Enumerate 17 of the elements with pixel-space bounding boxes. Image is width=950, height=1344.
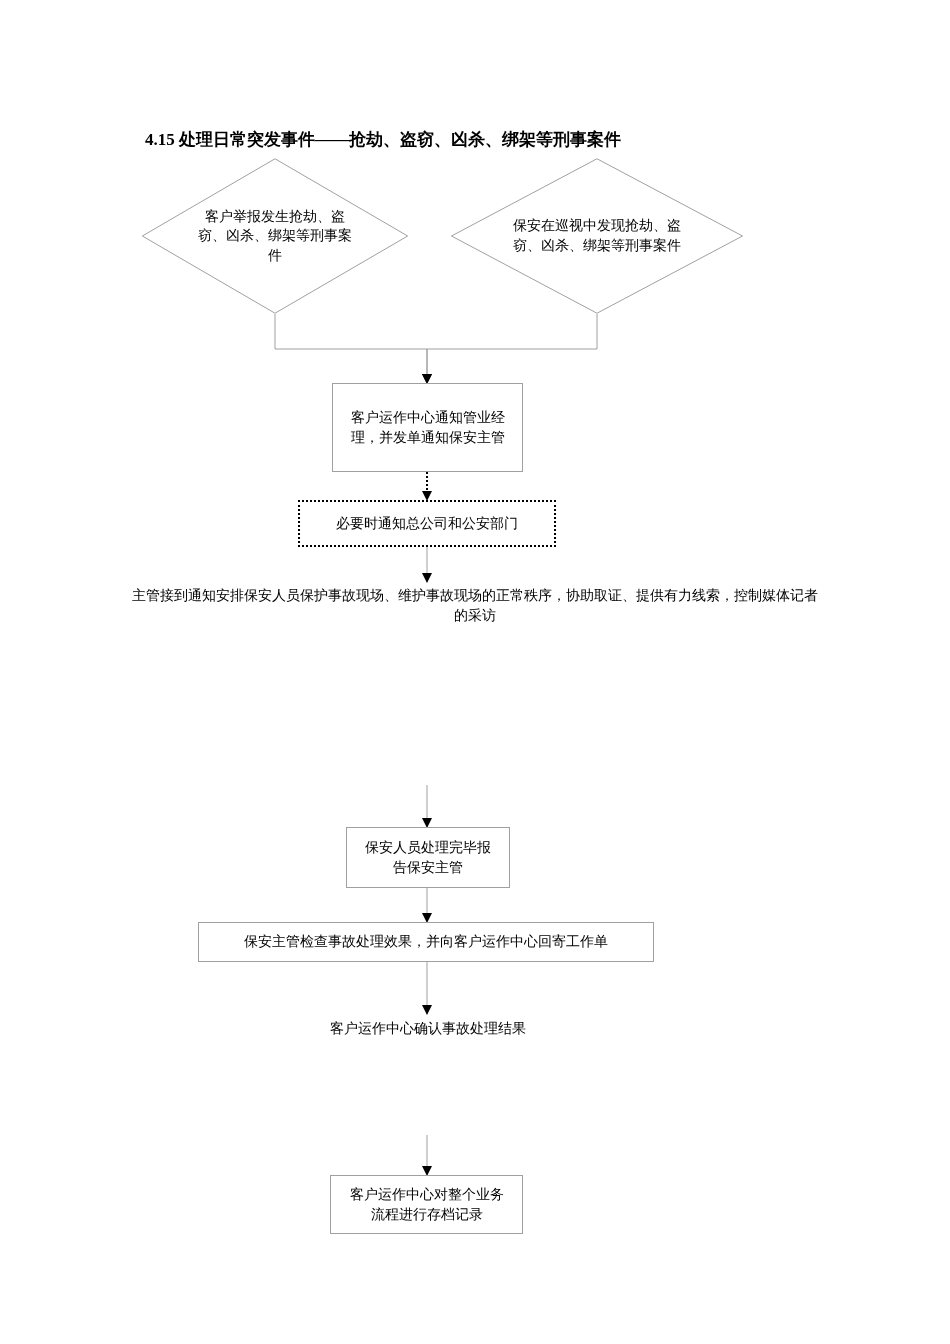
process-box: 客户运作中心通知管业经理，并发单通知保安主管 [332,383,523,472]
arrow [422,471,432,501]
process-box: 保安主管检查事故处理效果，并向客户运作中心回寄工作单 [198,922,654,962]
process-box: 客户运作中心对整个业务流程进行存档记录 [330,1175,523,1234]
arrow [422,313,598,384]
process-box: 保安人员处理完毕报告保安主管 [346,827,510,888]
arrow [422,1134,432,1176]
arrow [422,546,432,583]
decision-diamond: 客户举报发生抢劫、盗窃、凶杀、绑架等刑事案件 [141,158,409,314]
arrow [422,784,432,828]
arrow [422,887,432,923]
arrow [422,961,432,1015]
step-text: 客户运作中心确认事故处理结果 [290,1014,565,1044]
process-box: 必要时通知总公司和公安部门 [298,500,556,547]
step-text: 主管接到通知安排保安人员保护事故现场、维护事故现场的正常秩序，协助取证、提供有力线索，控制媒体记者的采访 [130,582,820,630]
title: 4.15 处理日常突发事件——抢劫、盗窃、凶杀、绑架等刑事案件 [145,129,621,151]
decision-diamond: 保安在巡视中发现抢劫、盗窃、凶杀、绑架等刑事案件 [450,158,744,314]
